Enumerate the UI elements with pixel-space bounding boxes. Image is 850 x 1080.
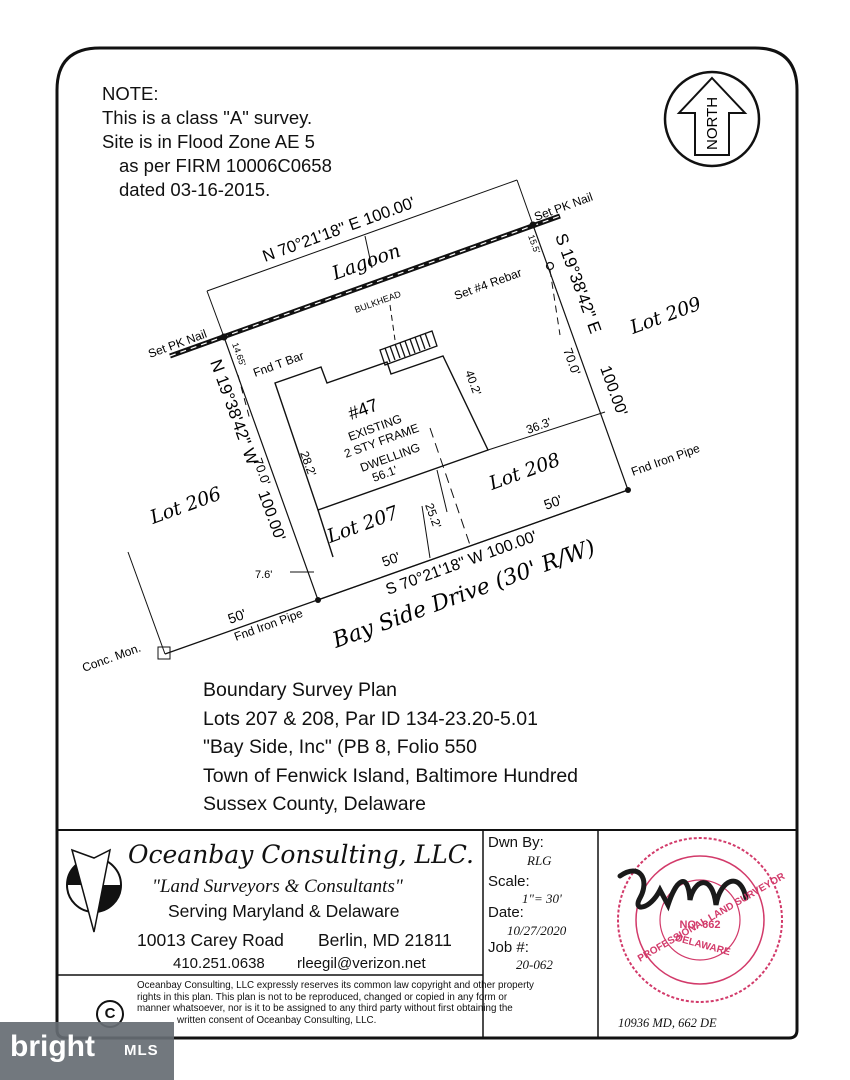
bulkhead-label: BULKHEAD — [353, 289, 402, 315]
date-value: 10/27/2020 — [507, 923, 567, 938]
scale-value: 1"= 30' — [522, 891, 562, 906]
rebar-marker-icon — [545, 261, 555, 271]
signature — [617, 868, 749, 912]
right-distance-label: 100.00' — [596, 364, 630, 419]
note-title: NOTE: — [102, 83, 159, 104]
compass-logo-icon — [66, 848, 122, 933]
fnd-iron-pipe-right: Fnd Iron Pipe — [629, 441, 702, 479]
road-line — [164, 489, 629, 655]
company-city: Berlin, MD 21811 — [318, 930, 452, 950]
note-line: dated 03-16-2015. — [119, 179, 271, 200]
lot-208-label: Lot 208 — [485, 449, 563, 495]
copyright-line: manner whatsoever, nor is it to be assig… — [137, 1003, 513, 1015]
company-serving: Serving Maryland & Delaware — [168, 901, 400, 921]
watermark-brand: bright — [10, 1030, 95, 1063]
plan-info-line: Lots 207 & 208, Par ID 134-23.20-5.01 — [203, 707, 538, 730]
plan-info-line: Town of Fenwick Island, Baltimore Hundre… — [203, 764, 579, 787]
company-tagline: "Land Surveyors & Consultants" — [152, 876, 403, 897]
north-arrow-icon — [663, 70, 761, 168]
surveyor-seal-icon — [617, 837, 783, 1003]
top-dimension-line — [206, 179, 518, 292]
left-distance-label: 100.00' — [254, 489, 288, 544]
copyright-notice: Oceanbay Consulting, LLC expressly reser… — [137, 980, 534, 1026]
company-email[interactable]: rleegil@verizon.net — [297, 955, 426, 972]
company-street: 10013 Carey Road — [137, 930, 284, 950]
sheet-border — [55, 46, 799, 1040]
company-phone: 410.251.0638 — [173, 955, 265, 972]
steps-icon — [379, 330, 438, 366]
lot-206-label: Lot 206 — [146, 483, 224, 529]
dim-14-65: 14.65' — [230, 341, 248, 367]
note-line: as per FIRM 10006C0658 — [119, 155, 332, 176]
scale-label: Scale: — [488, 873, 530, 890]
lot-209-label: Lot 209 — [626, 293, 704, 339]
copyright-line: rights in this plan. This plan is not to… — [137, 991, 508, 1003]
mls-watermark — [0, 1022, 174, 1080]
license-numbers: 10936 MD, 662 DE — [618, 1016, 717, 1030]
plan-info-line: Sussex County, Delaware — [203, 793, 426, 815]
date-label: Date: — [488, 904, 524, 921]
survey-note: NOTE: This is a class "A" survey. Site i… — [102, 82, 332, 202]
note-line: Site is in Flood Zone AE 5 — [102, 131, 315, 152]
job-label: Job #: — [488, 939, 529, 956]
dim-50-right: 50' — [542, 492, 565, 513]
set-pk-nail-right: Set PK Nail — [532, 190, 594, 224]
copyright-line: written consent of Oceanbay Consulting, … — [177, 1014, 377, 1026]
drawn-by-value: RLG — [527, 853, 552, 868]
dim-40-2: 40.2' — [462, 368, 484, 397]
company-name: Oceanbay Consulting, LLC. — [128, 840, 474, 869]
dim-7-6: 7.6' — [255, 569, 272, 581]
north-label: NORTH — [704, 97, 721, 150]
seal-number: NO. 662 — [680, 919, 721, 931]
lot-207-label: Lot 207 — [323, 501, 402, 548]
dim-70-left: 70.0' — [250, 456, 274, 487]
conc-mon-label: Conc. Mon. — [80, 641, 142, 675]
lot-divider — [429, 427, 471, 546]
dim-50-left: 50' — [226, 606, 249, 627]
right-bearing-label: S 19°38'42" E — [551, 231, 605, 336]
watermark-suffix: MLS — [124, 1042, 159, 1059]
dim-50-mid: 50' — [380, 549, 403, 570]
plan-info-line: Boundary Survey Plan — [203, 679, 398, 701]
dim-70-right: 70.0' — [560, 346, 584, 377]
house-footprint — [274, 355, 489, 511]
drawn-by-label: Dwn By: — [488, 834, 544, 851]
copyright-line: Oceanbay Consulting, LLC expressly reser… — [137, 980, 534, 991]
dim-28-2: 28.2' — [297, 449, 319, 478]
job-value: 20-062 — [516, 957, 553, 972]
dim-15-5: 15.5' — [526, 233, 542, 255]
set-rebar-label: Set #4 Rebar — [452, 265, 523, 302]
concrete-monument-icon — [157, 646, 171, 660]
note-line: This is a class "A" survey. — [102, 107, 313, 128]
plan-info-line: "Bay Side, Inc" (PB 8, Folio 550 — [203, 736, 477, 758]
plan-info: Boundary Survey Plan Lots 207 & 208, Par… — [203, 676, 578, 819]
